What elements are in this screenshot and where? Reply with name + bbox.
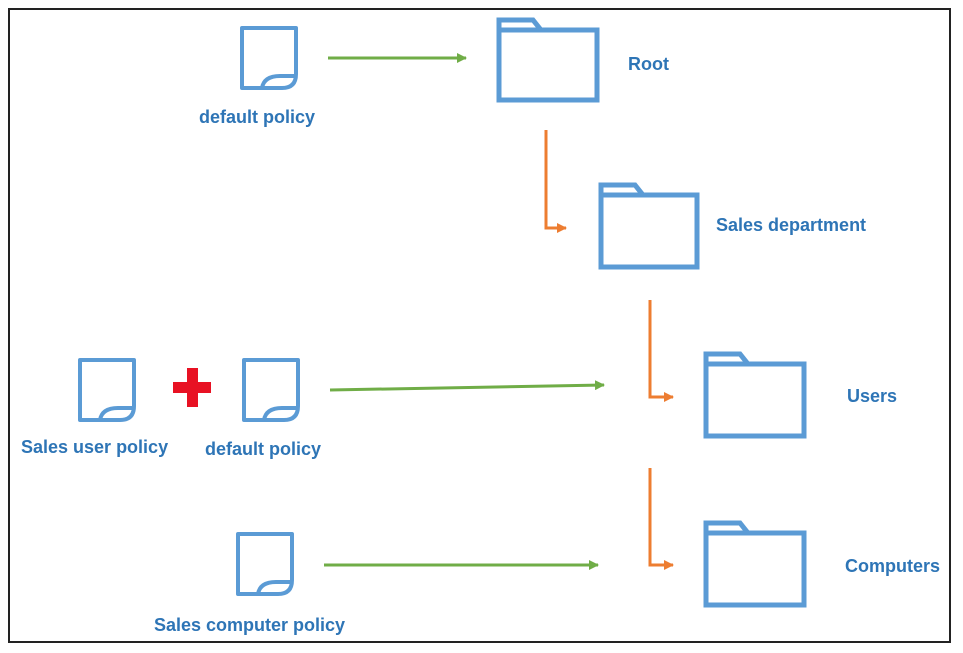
folder-icon bbox=[703, 520, 807, 608]
hierarchy-arrow bbox=[544, 130, 567, 233]
policy-arrow bbox=[329, 380, 605, 392]
policy-label-sales-user: Sales user policy bbox=[21, 437, 169, 457]
folder-icon bbox=[496, 17, 600, 103]
folder-label-sales-department: Sales department bbox=[716, 215, 867, 235]
plus-icon bbox=[173, 368, 211, 407]
policy-label-default-users: default policy bbox=[205, 439, 322, 459]
folder-icon bbox=[703, 351, 807, 439]
hierarchy-arrow bbox=[648, 468, 674, 570]
hierarchy-arrow bbox=[648, 300, 674, 402]
policy-label-default: default policy bbox=[199, 107, 316, 127]
folder-label-computers: Computers bbox=[845, 556, 941, 576]
folder-icon bbox=[598, 182, 700, 270]
document-icon bbox=[236, 532, 294, 596]
policy-label-sales-computer: Sales computer policy bbox=[154, 615, 346, 635]
folder-label-root: Root bbox=[628, 54, 669, 74]
document-icon bbox=[240, 26, 298, 90]
document-icon bbox=[242, 358, 300, 422]
folder-label-users: Users bbox=[847, 386, 898, 406]
diagram-border bbox=[8, 8, 951, 643]
document-icon bbox=[78, 358, 136, 422]
